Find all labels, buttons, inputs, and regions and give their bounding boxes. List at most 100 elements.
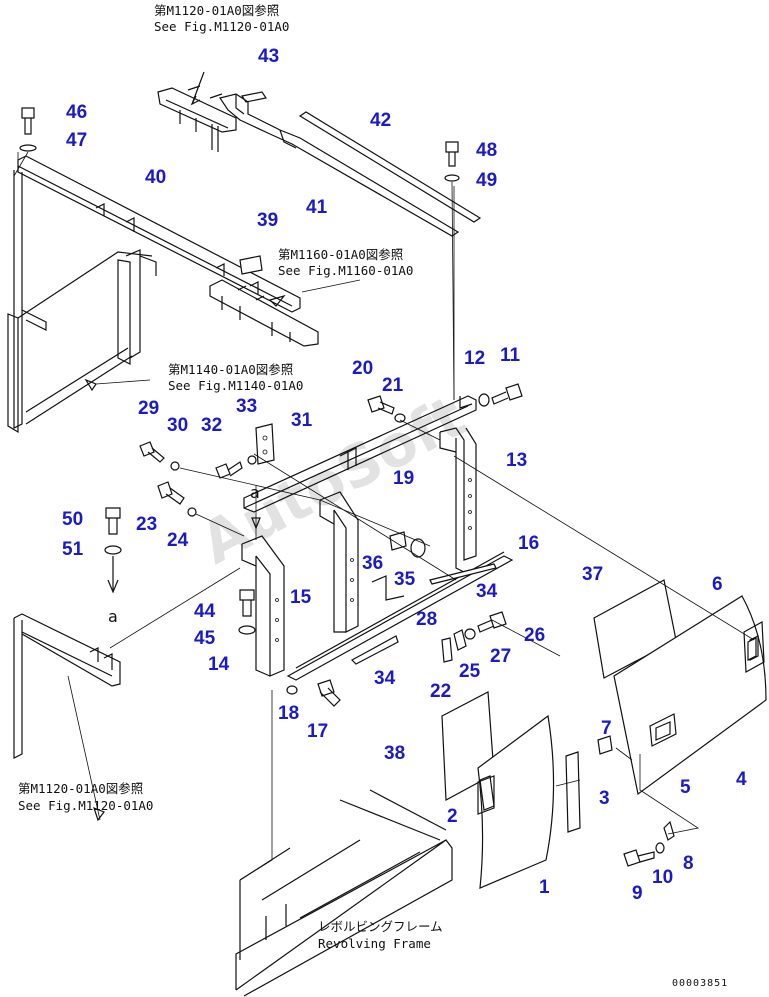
arrow-left-ref xyxy=(84,378,97,392)
ref-left-en: See Fig.M1140-01A0 xyxy=(168,378,303,393)
ref-top-en: See Fig.M1120-01A0 xyxy=(154,19,289,34)
part-number-27: 27 xyxy=(490,646,511,667)
part-number-20: 20 xyxy=(352,358,373,379)
bolt-11 xyxy=(491,383,523,405)
part-number-23: 23 xyxy=(136,514,157,535)
part-number-11: 11 xyxy=(500,345,521,366)
part-number-6: 6 xyxy=(712,574,723,595)
part-number-17: 17 xyxy=(307,721,328,742)
ref-frame-jp: レボルビングフレーム xyxy=(318,919,443,934)
part-number-43: 43 xyxy=(258,46,279,67)
drawing-code: 00003851 xyxy=(672,978,728,989)
part-22-plate xyxy=(441,637,453,663)
mid-bracket-assembly xyxy=(209,279,319,347)
part-number-3: 3 xyxy=(599,788,610,809)
arrow-a-bottom xyxy=(107,556,119,594)
part-number-47: 47 xyxy=(66,130,87,151)
bolt-23 xyxy=(157,481,185,505)
part-6-handle xyxy=(747,637,757,661)
part-35-cap xyxy=(410,538,426,558)
part-28-bracket xyxy=(371,575,405,601)
part-number-34b: 34 xyxy=(374,668,396,689)
part-31-plate xyxy=(255,423,275,465)
part-number-32: 32 xyxy=(201,415,222,436)
part-number-40: 40 xyxy=(145,167,166,188)
part-number-19: 19 xyxy=(393,468,414,489)
part-41-support-bracket xyxy=(219,93,460,237)
ref-mid-en: See Fig.M1160-01A0 xyxy=(278,263,413,278)
washer-33 xyxy=(247,455,257,465)
lower-left-bracket xyxy=(13,613,121,759)
part-34-seal-lower xyxy=(351,635,399,665)
washer-30 xyxy=(170,461,180,471)
part-number-37: 37 xyxy=(582,564,603,585)
part-number-35: 35 xyxy=(394,569,416,590)
washer-21 xyxy=(394,413,406,423)
top-bracket-assembly xyxy=(157,71,237,152)
arrow-mid-ref xyxy=(268,294,286,307)
part-number-50: 50 xyxy=(62,509,83,530)
ref-bottom-left-jp: 第M1120-01A0図参照 xyxy=(18,781,143,796)
part-number-24: 24 xyxy=(167,530,189,551)
part-number-41: 41 xyxy=(306,197,328,218)
part-14-left-post xyxy=(241,535,285,677)
part-number-14: 14 xyxy=(208,654,230,675)
ref-frame-en: Revolving Frame xyxy=(318,936,431,951)
part-number-49: 49 xyxy=(476,170,497,191)
washer-51 xyxy=(104,545,122,555)
part-34-seal-upper xyxy=(429,563,497,585)
part-8-plate xyxy=(663,820,675,841)
part-number-25: 25 xyxy=(459,661,481,682)
part-number-4: 4 xyxy=(736,769,747,790)
part-number-16: 16 xyxy=(518,533,539,554)
ref-mid-jp: 第M1160-01A0図参照 xyxy=(278,247,403,262)
washer-10 xyxy=(655,842,665,854)
ref-left-jp: 第M1140-01A0図参照 xyxy=(168,362,293,377)
part-number-31: 31 xyxy=(291,410,313,431)
revolving-frame xyxy=(235,789,453,997)
arrow-a-top xyxy=(251,517,261,530)
part-number-18: 18 xyxy=(278,703,299,724)
part-13-right-post xyxy=(439,427,477,573)
ref-bottom-left-en: See Fig.M1120-01A0 xyxy=(18,798,153,813)
part-number-26: 26 xyxy=(524,625,545,646)
washer-47 xyxy=(19,144,37,152)
bolt-50 xyxy=(105,507,121,535)
part-number-13: 13 xyxy=(506,450,527,471)
washer-18 xyxy=(286,685,298,695)
part-number-5: 5 xyxy=(680,777,691,798)
part-number-15: 15 xyxy=(290,587,312,608)
bolt-32 xyxy=(215,461,243,479)
part-number-2: 2 xyxy=(447,806,458,827)
part-number-29: 29 xyxy=(138,398,159,419)
bolt-20 xyxy=(367,395,395,415)
part-40-upper-frame xyxy=(7,155,301,434)
part-number-33: 33 xyxy=(236,396,257,417)
bolt-48 xyxy=(445,141,459,167)
part-number-39: 39 xyxy=(257,210,278,231)
washer-12 xyxy=(478,393,490,407)
part-number-7: 7 xyxy=(601,718,612,739)
part-2-hinge xyxy=(477,775,495,815)
part-number-45: 45 xyxy=(194,628,216,649)
part-number-48: 48 xyxy=(476,140,497,161)
part-3-hinge xyxy=(565,751,581,833)
bolt-46 xyxy=(21,107,35,135)
washer-27 xyxy=(464,628,476,640)
part-number-21: 21 xyxy=(382,375,404,396)
part-number-12: 12 xyxy=(464,348,485,369)
part-number-38: 38 xyxy=(384,743,405,764)
washer-24 xyxy=(187,507,197,517)
arrow-bottom-ref xyxy=(93,806,105,822)
part-number-42: 42 xyxy=(370,110,391,131)
bolt-26 xyxy=(477,611,507,633)
label-a-top: a xyxy=(250,483,260,502)
part-number-36: 36 xyxy=(362,553,383,574)
bolt-17 xyxy=(317,679,341,707)
label-a-bottom: a xyxy=(108,607,118,626)
part-number-22: 22 xyxy=(430,681,451,702)
part-number-46: 46 xyxy=(66,102,87,123)
part-15-center-post xyxy=(319,491,359,633)
